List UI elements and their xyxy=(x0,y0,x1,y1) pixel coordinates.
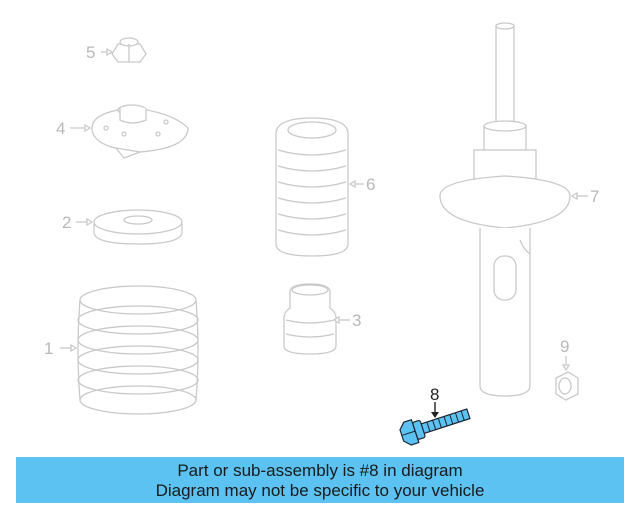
banner-line-1: Part or sub-assembly is #8 in diagram xyxy=(177,461,463,480)
callout-2: 2 xyxy=(62,213,71,232)
part-6-dust-boot xyxy=(275,117,349,257)
callout-3: 3 xyxy=(352,311,361,330)
leader-arrow-8 xyxy=(431,412,439,418)
part-3-bump-stop xyxy=(283,283,337,355)
callout-7: 7 xyxy=(590,187,599,206)
part-5-nut xyxy=(111,37,147,63)
part-1-coil-spring xyxy=(77,285,199,415)
part-7-strut-assembly xyxy=(439,22,571,397)
info-banner: Part or sub-assembly is #8 in diagram Di… xyxy=(16,457,624,503)
leader-arrow-6 xyxy=(348,179,356,189)
callout-4: 4 xyxy=(56,119,65,138)
leader-arrow-3 xyxy=(332,315,340,325)
callout-1: 1 xyxy=(44,339,53,358)
callout-5: 5 xyxy=(86,43,95,62)
callout-6: 6 xyxy=(366,175,375,194)
leader-arrow-7 xyxy=(570,191,578,201)
leader-arrow-2 xyxy=(86,217,94,227)
part-9-nut xyxy=(555,371,579,401)
part-8-bolt-highlighted[interactable] xyxy=(398,402,472,446)
leader-arrow-9 xyxy=(561,364,571,372)
callout-8: 8 xyxy=(430,385,439,404)
banner-line-2: Diagram may not be specific to your vehi… xyxy=(155,481,485,500)
leader-arrow-4 xyxy=(84,123,92,133)
leader-arrow-1 xyxy=(70,343,78,353)
callout-9: 9 xyxy=(560,337,569,356)
part-4-strut-mount xyxy=(91,104,189,159)
part-2-spring-seat xyxy=(93,209,183,245)
leader-arrow-5 xyxy=(106,47,114,57)
